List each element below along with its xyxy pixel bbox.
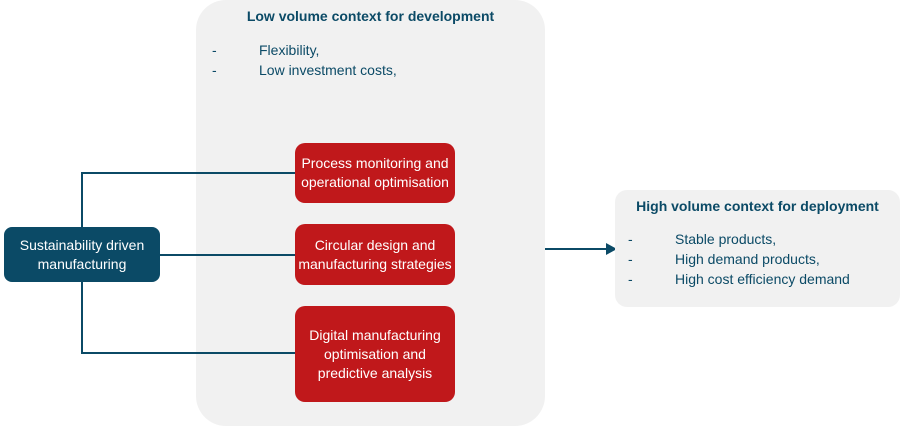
list-item: - Low investment costs, [212, 60, 397, 80]
list-item-text: High cost efficiency demand [675, 271, 850, 287]
high-volume-title: High volume context for deployment [636, 198, 879, 214]
bullet: - [628, 251, 633, 267]
bullet: - [212, 42, 217, 58]
bullet: - [212, 62, 217, 78]
area-node-digital-manufacturing: Digital manufacturing optimisation and p… [295, 306, 455, 402]
list-item: - Stable products, [628, 229, 850, 249]
list-item-text: Stable products, [675, 231, 777, 247]
arrow-head-icon [606, 243, 617, 255]
list-item-text: Low investment costs, [259, 62, 397, 78]
area-node-process-monitoring: Process monitoring and operational optim… [295, 143, 455, 203]
center-node: Sustainability driven manufacturing [4, 227, 160, 282]
connector-bottom [81, 282, 295, 354]
list-item: - High demand products, [628, 249, 850, 269]
low-volume-title: Low volume context for development [246, 8, 495, 24]
bullet: - [628, 271, 633, 287]
bullet: - [628, 231, 633, 247]
list-item-text: High demand products, [675, 251, 820, 267]
high-volume-list: - Stable products, - High demand products,… [628, 229, 850, 289]
high-volume-panel [615, 190, 900, 307]
list-item: - Flexibility, [212, 40, 397, 60]
list-item: - High cost efficiency demand [628, 269, 850, 289]
area-node-circular-design: Circular design and manufacturing strate… [295, 224, 455, 285]
low-volume-list: - Flexibility, - Low investment costs, [212, 40, 397, 80]
list-item-text: Flexibility, [259, 42, 320, 58]
connector-top [81, 172, 295, 227]
